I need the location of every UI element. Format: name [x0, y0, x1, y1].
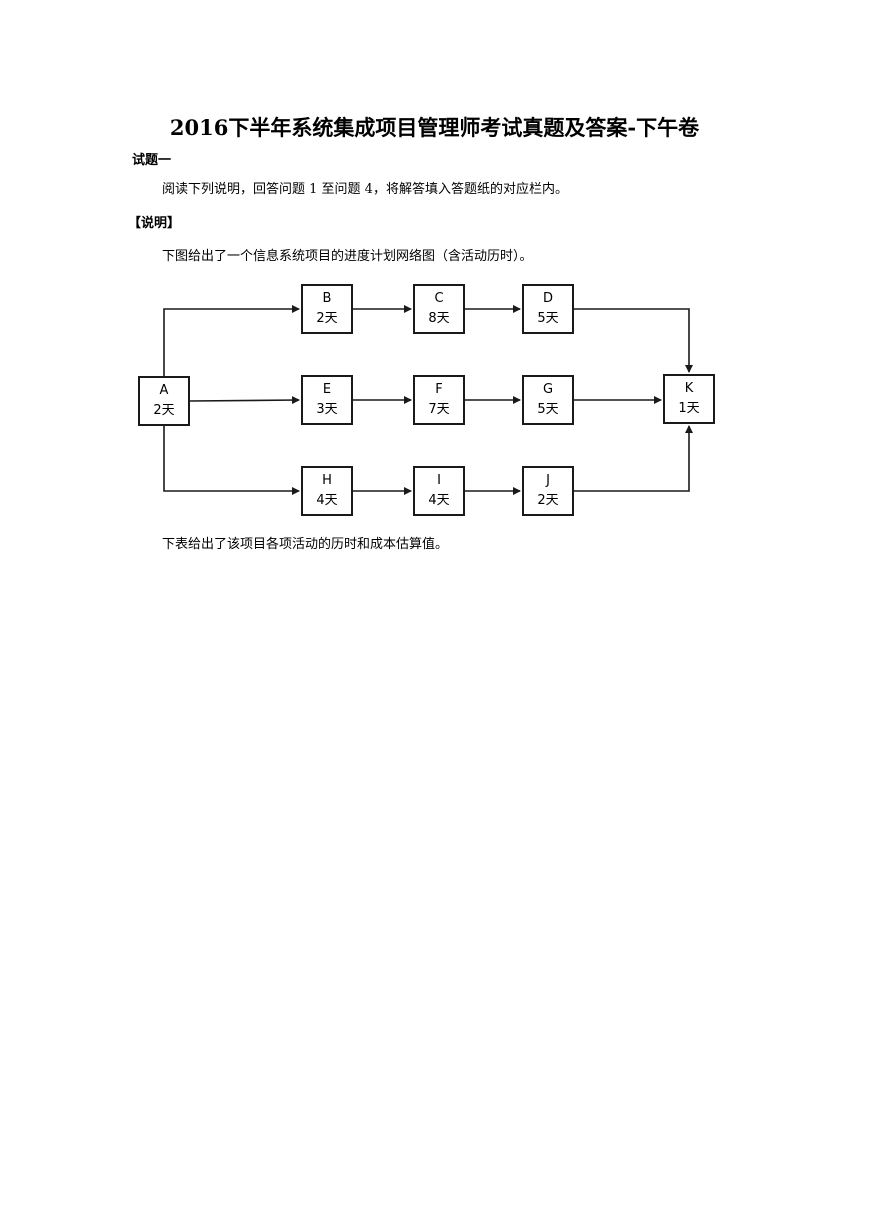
node-f: F 7天	[413, 375, 465, 425]
node-b: B 2天	[301, 284, 353, 334]
edge-d-k	[574, 308, 693, 373]
node-d: D 5天	[522, 284, 574, 334]
edge-a-h	[163, 426, 300, 495]
intro-paragraph: 阅读下列说明，回答问题 1 至问题 4，将解答填入答题纸的对应栏内。	[162, 182, 568, 197]
node-b-duration: 2天	[316, 311, 338, 326]
node-g-id: G	[542, 382, 554, 397]
node-e-duration: 3天	[316, 402, 338, 417]
node-h: H 4天	[301, 466, 353, 516]
node-d-id: D	[542, 291, 553, 306]
network-diagram: A 2天 B 2天 C 8天 D 5天 E 3天 F 7天 G 5天 H 4天 …	[130, 272, 730, 527]
diagram-intro-paragraph: 下图给出了一个信息系统项目的进度计划网络图（含活动历时）。	[162, 249, 533, 264]
edge-j-k	[574, 425, 693, 492]
node-c-duration: 8天	[428, 311, 450, 326]
node-j-id: J	[546, 473, 550, 488]
node-j-duration: 2天	[537, 493, 559, 508]
table-intro-paragraph: 下表给出了该项目各项活动的历时和成本估算值。	[162, 537, 449, 552]
node-i: I 4天	[413, 466, 465, 516]
node-c-id: C	[434, 291, 444, 306]
node-k-id: K	[684, 381, 694, 396]
node-k-duration: 1天	[678, 401, 700, 416]
node-g-duration: 5天	[537, 402, 559, 417]
node-d-duration: 5天	[537, 311, 559, 326]
node-a: A 2天	[138, 376, 190, 426]
node-a-id: A	[159, 383, 169, 398]
document-title: 2016下半年系统集成项目管理师考试真题及答案-下午卷	[169, 115, 700, 140]
explanation-heading: 【说明】	[128, 216, 181, 231]
node-j: J 2天	[522, 466, 574, 516]
node-i-duration: 4天	[428, 493, 450, 508]
node-f-id: F	[435, 382, 443, 397]
node-f-duration: 7天	[428, 402, 450, 417]
edge-a-e	[189, 396, 300, 405]
node-k: K 1天	[663, 374, 715, 424]
node-a-duration: 2天	[153, 403, 175, 418]
node-g: G 5天	[522, 375, 574, 425]
edge-a-b	[163, 305, 300, 376]
node-i-id: I	[437, 473, 441, 488]
node-h-id: H	[322, 473, 332, 488]
node-h-duration: 4天	[316, 493, 338, 508]
node-e: E 3天	[301, 375, 353, 425]
network-edges	[163, 305, 693, 495]
node-e-id: E	[322, 382, 332, 397]
node-c: C 8天	[413, 284, 465, 334]
node-b-id: B	[322, 291, 332, 306]
section-heading: 试题一	[132, 153, 172, 168]
